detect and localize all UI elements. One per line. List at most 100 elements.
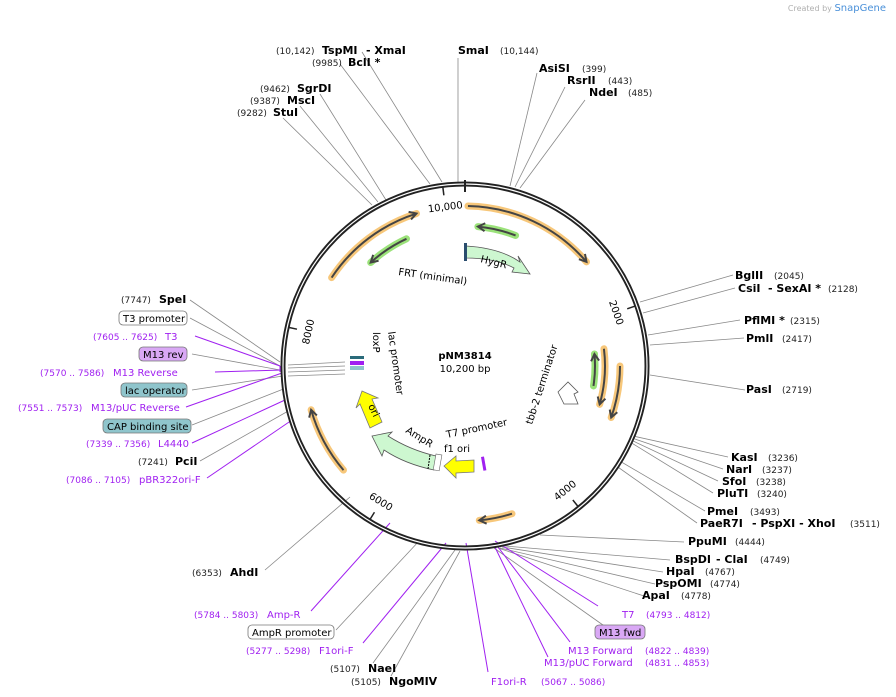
enzyme-stui[interactable]: StuI — [273, 106, 298, 119]
enzyme-bcli[interactable]: BclI * — [348, 56, 381, 69]
enzyme-position: (3238) — [756, 478, 786, 488]
enzyme-position: (7241) — [138, 458, 168, 468]
orf-arc[interactable] — [330, 212, 417, 279]
enzymes-right: BglII (2045) CsiI - SexAI * (2128) PflMI… — [642, 269, 880, 602]
enzyme-ahdi[interactable]: AhdI — [230, 566, 258, 579]
primer-amp-r[interactable]: Amp-R — [267, 610, 301, 621]
primer-pbr322ori-f[interactable]: pBR322ori-F — [139, 475, 201, 486]
primer-range: (7605 .. 7625) — [93, 333, 157, 343]
ampr-feature[interactable]: AmpR — [371, 425, 443, 472]
primer-m13-puc-forward[interactable]: M13/pUC Forward — [544, 658, 633, 669]
box-label: M13 fwd — [599, 628, 641, 639]
enzyme-position: (3240) — [757, 490, 787, 500]
box-ampr-promoter[interactable]: AmpR promoter — [247, 624, 335, 640]
f1-ori-feature[interactable] — [443, 455, 475, 479]
primer-t3[interactable]: T3 — [164, 332, 177, 343]
enzyme-naei[interactable]: NaeI — [368, 662, 396, 675]
box-lac-operator[interactable]: lac operator — [120, 382, 188, 398]
enzyme-pspomi[interactable]: PspOMI — [655, 577, 702, 590]
enzyme-rsrii[interactable]: RsrII — [567, 74, 596, 87]
primer-m13-reverse[interactable]: M13 Reverse — [113, 368, 178, 379]
orf-arrowhead — [369, 254, 379, 264]
enzyme-position: (9462) — [260, 85, 290, 95]
primer-range: (7551 .. 7573) — [18, 404, 82, 414]
enzyme-position: (9985) — [312, 59, 342, 69]
enzyme-pasi[interactable]: PasI — [746, 383, 772, 396]
orf-arc[interactable] — [310, 409, 345, 471]
primer-range: (4822 .. 4839) — [645, 647, 709, 657]
enzyme-pcii[interactable]: PciI — [175, 455, 197, 468]
enzyme-sexai[interactable]: - SexAI * — [768, 282, 821, 295]
orf-arc-highlight — [307, 406, 347, 474]
primer-range: (4793 .. 4812) — [646, 611, 710, 621]
ori-arrow — [355, 390, 383, 429]
enzymes-top: (10,142) TspMI - XmaI (9985) BclI * (946… — [237, 44, 652, 119]
snapgene-logo: SnapGene — [834, 3, 886, 14]
enzyme-ppumi[interactable]: PpuMI — [688, 535, 727, 548]
primer-m13-forward[interactable]: M13 Forward — [568, 646, 633, 657]
tick-label: 4000 — [552, 479, 579, 504]
orf-arc[interactable] — [598, 348, 606, 405]
enzyme-sfoi[interactable]: SfoI — [722, 475, 746, 488]
orf-arrowhead — [308, 407, 318, 418]
box-m13-fwd[interactable]: M13 fwd — [594, 624, 646, 640]
enzyme-ngomiv[interactable]: NgoMIV — [389, 675, 438, 688]
enzyme-paer7i[interactable]: PaeR7I — [700, 517, 743, 530]
enzyme-msci[interactable]: MscI — [287, 94, 315, 107]
enzyme-xmai[interactable]: - XmaI — [366, 44, 406, 57]
loxp-label: loxP — [370, 332, 381, 353]
enzyme-position: (2719) — [782, 386, 812, 396]
box-cap-binding-site[interactable]: CAP binding site — [102, 418, 192, 434]
box-label: T3 promoter — [122, 314, 186, 325]
ampr-promoter-marker — [432, 453, 443, 472]
enzyme-sgrdi[interactable]: SgrDI — [297, 82, 331, 95]
enzyme-position: (2417) — [782, 335, 812, 345]
enzyme-hpai[interactable]: HpaI — [666, 565, 695, 578]
tbb2-terminator-label: tbb-2 terminator — [524, 343, 560, 426]
primer-range: (7339 .. 7356) — [86, 440, 150, 450]
enzyme-kasi[interactable]: KasI — [731, 451, 758, 464]
enzyme-tspmi[interactable]: TspMI — [322, 44, 358, 57]
enzyme-spei[interactable]: SpeI — [159, 293, 186, 306]
enzyme-position: (399) — [582, 65, 606, 75]
enzyme-pmei[interactable]: PmeI — [707, 505, 738, 518]
enzyme-pspxi-xhoi[interactable]: - PspXI - XhoI — [752, 517, 835, 530]
enzyme-apai[interactable]: ApaI — [642, 589, 670, 602]
enzyme-pluti[interactable]: PluTI — [717, 487, 748, 500]
enzyme-csii[interactable]: CsiI — [738, 282, 760, 295]
enzyme-pflmi[interactable]: PflMI * — [744, 314, 785, 327]
enzyme-bspdi[interactable]: BspDI — [675, 553, 711, 566]
tbb2-terminator-feature[interactable]: tbb-2 terminator — [524, 343, 579, 426]
lac-operator-marker — [350, 366, 364, 370]
box-t3-promoter[interactable]: T3 promoter — [118, 310, 188, 326]
orf-arc[interactable] — [610, 365, 621, 418]
primer-f1ori-f[interactable]: F1ori-F — [319, 646, 354, 657]
enzyme-position: (5105) — [351, 678, 381, 688]
orf-arc[interactable] — [467, 205, 588, 263]
enzyme-pmli[interactable]: PmlI — [746, 332, 773, 345]
primer-t7[interactable]: T7 — [621, 610, 634, 621]
enzyme-bglii[interactable]: BglII — [735, 269, 763, 282]
primer-m13-puc-reverse[interactable]: M13/pUC Reverse — [91, 403, 180, 414]
enzyme-nari[interactable]: NarI — [726, 463, 752, 476]
enzymes-left: (7747) SpeI (7241) PciI — [121, 293, 197, 468]
box-label: CAP binding site — [107, 422, 189, 433]
enzyme-ndei[interactable]: NdeI — [589, 86, 618, 99]
t7-promoter-label: T7 promoter — [444, 417, 509, 441]
box-m13-rev[interactable]: M13 rev — [138, 346, 188, 362]
orf-arrowhead — [475, 222, 486, 233]
tick-mark — [289, 326, 298, 330]
box-label: lac operator — [125, 386, 186, 397]
hygr-feature[interactable]: HygR — [464, 243, 531, 275]
enzyme-smai[interactable]: SmaI — [458, 44, 489, 57]
primer-l4440[interactable]: L4440 — [158, 439, 189, 450]
enzyme-asisi[interactable]: AsiSI — [539, 62, 570, 75]
primer-f1ori-r[interactable]: F1ori-R — [491, 677, 527, 688]
ampr-arrow — [371, 431, 437, 471]
enzyme-position: (5107) — [330, 665, 360, 675]
enzyme-clai[interactable]: - ClaI — [716, 553, 748, 566]
ori-feature[interactable]: ori — [355, 390, 383, 429]
lac-loxp-features[interactable]: loxP lac promoter — [350, 331, 405, 397]
enzyme-position: (9282) — [237, 109, 267, 119]
tick-label: 10,000 — [427, 200, 463, 215]
